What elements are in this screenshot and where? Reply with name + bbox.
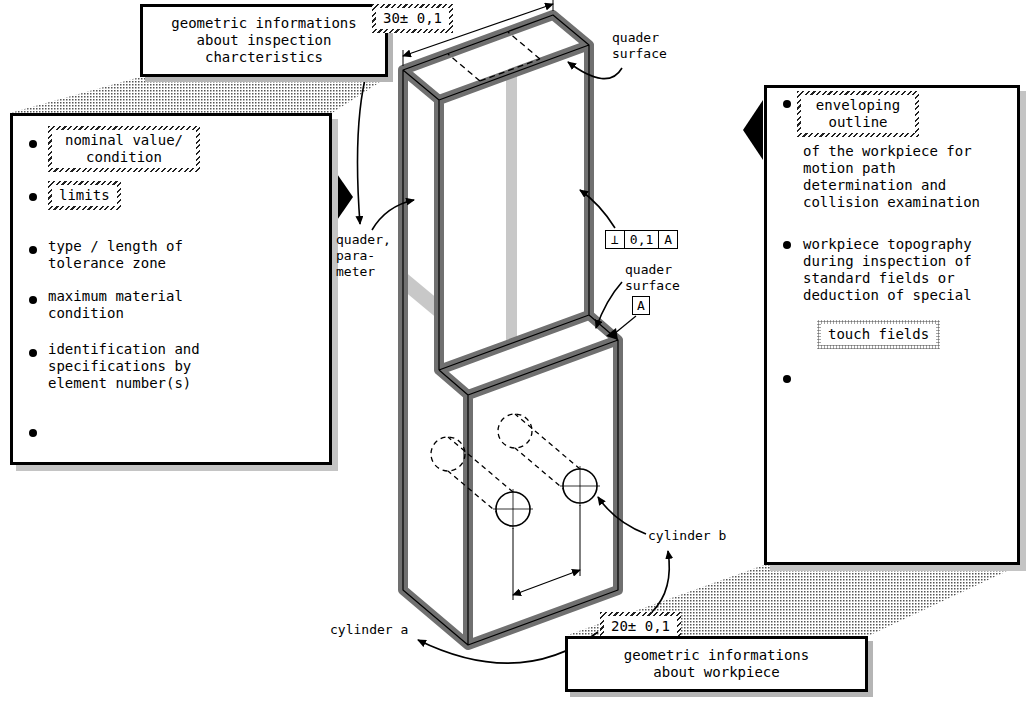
box-inner: 20± 0,1 <box>604 616 677 637</box>
bullet <box>29 349 37 357</box>
part-label: cylinder a <box>330 622 408 638</box>
text-slot: identification and specifications by ele… <box>48 341 213 392</box>
text-slot: maximum material condition <box>48 288 213 322</box>
text-slot: of the workpiece for motion path determi… <box>803 143 983 211</box>
tolerance-cell: 0,1 <box>624 231 658 248</box>
header-text: geometric informations about workpiece <box>621 647 813 681</box>
bullet-text: type / length of tolerance zone <box>48 238 213 272</box>
box-label: 20± 0,1 <box>611 618 670 635</box>
hidden-slot <box>448 32 540 81</box>
box-inner: enveloping outline <box>801 95 915 133</box>
pointer-triangle <box>743 100 763 160</box>
box-inner: 30± 0,1 <box>376 8 449 29</box>
dimension-line <box>513 570 580 595</box>
bullet-text: of the workpiece for motion path determi… <box>803 143 983 211</box>
bullet <box>29 246 37 254</box>
bullet <box>783 375 791 383</box>
callout-arrow <box>358 38 670 663</box>
shaded-connector <box>10 77 388 113</box>
bullet <box>783 241 791 249</box>
cylinder-bore <box>496 469 597 526</box>
part-label: quader, para- meter <box>336 232 392 280</box>
label-slot: quader, para- meter <box>336 232 392 280</box>
info-panel: type / length of tolerance zone maximum m… <box>10 113 332 465</box>
box-label: 30± 0,1 <box>383 10 442 27</box>
shading-band <box>403 71 517 345</box>
header-text: geometric informations about inspection … <box>168 15 360 66</box>
pointer-triangle <box>333 168 353 226</box>
label-slot: quader surface <box>625 262 687 294</box>
box-label: nominal value/ condition <box>59 132 189 166</box>
box-label: enveloping outline <box>808 97 908 131</box>
bullet <box>29 296 37 304</box>
box-inner: nominal value/ condition <box>52 130 196 168</box>
bullet <box>29 429 37 437</box>
tolerance-cell: ⊥ <box>606 231 624 248</box>
hatched-box: nominal value/ condition <box>48 126 200 172</box>
shaded-connector <box>565 565 1020 636</box>
datum-triangle <box>606 328 618 340</box>
workpiece-edge-lines <box>403 15 618 645</box>
dimension-extension <box>403 0 580 600</box>
datum-leader <box>614 316 636 334</box>
bullet <box>29 193 37 201</box>
tolerance-cell: A <box>658 231 677 248</box>
tolerance-frame: ⊥0,1A <box>605 230 678 249</box>
workpiece-faces <box>403 15 618 645</box>
hatched-box: enveloping outline <box>797 91 919 137</box>
label-slot: cylinder b <box>648 528 726 544</box>
info-panel: of the workpiece for motion path determi… <box>764 85 1020 565</box>
box-label: A <box>637 297 645 314</box>
box-inner: touch fields <box>821 324 936 345</box>
box-inner: limits <box>52 185 117 206</box>
label-slot: quader surface <box>612 30 674 62</box>
part-label: quader surface <box>625 262 687 294</box>
text-slot: type / length of tolerance zone <box>48 238 213 272</box>
part-label: cylinder b <box>648 528 726 544</box>
box-label: touch fields <box>828 326 929 343</box>
hatched-box: 30± 0,1 <box>372 4 453 33</box>
bullet-text: maximum material condition <box>48 288 213 322</box>
part-label: quader surface <box>612 30 674 62</box>
hatched-box: limits <box>48 181 121 210</box>
workpiece-edges <box>403 15 618 645</box>
bullet <box>29 140 37 148</box>
datum-box: A <box>632 296 650 315</box>
bullet-text: identification and specifications by ele… <box>48 341 213 392</box>
center-line <box>493 466 600 529</box>
dotted-box: touch fields <box>817 320 940 349</box>
label-slot: cylinder a <box>330 622 408 638</box>
header-box: geometric informations about workpiece <box>565 636 868 692</box>
bullet <box>783 100 791 108</box>
text-slot: workpiece topography during inspection o… <box>803 236 983 304</box>
bullet-text: workpiece topography during inspection o… <box>803 236 983 304</box>
header-box: geometric informations about inspection … <box>140 4 388 77</box>
box-label: limits <box>59 187 110 204</box>
